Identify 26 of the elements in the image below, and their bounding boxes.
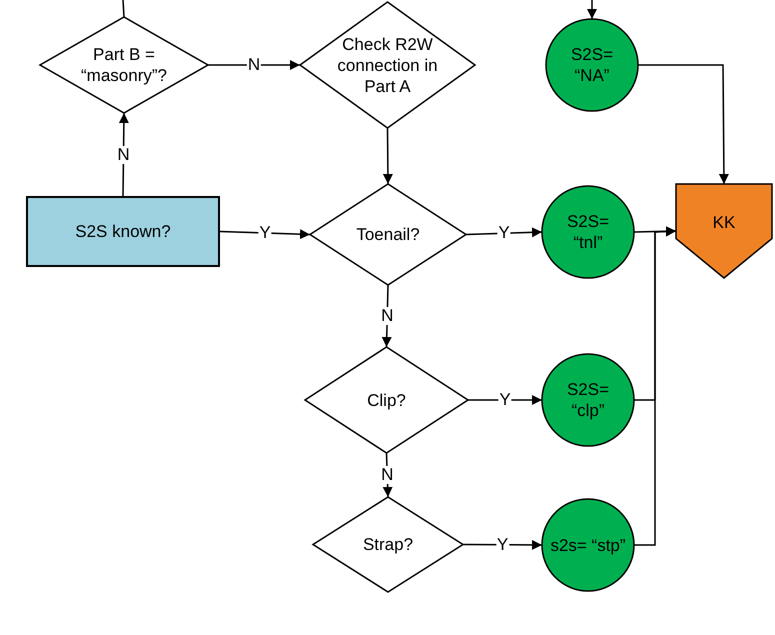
node-label: Part B = “masonry”?: [80, 44, 168, 86]
connector-arrow: [220, 229, 310, 240]
node-label: Strap?: [362, 534, 414, 555]
node-label: S2S known?: [75, 221, 171, 242]
edge-label: N: [116, 146, 131, 164]
connector-arrow: [208, 60, 300, 70]
edge-label: N: [380, 307, 394, 325]
node-label: S2S= “NA”: [570, 44, 614, 86]
node-label: Clip?: [367, 390, 406, 410]
connector-arrow: [638, 64, 729, 184]
node-label: Check R2W connection in Part A: [336, 34, 439, 96]
connector-arrow: [382, 128, 393, 184]
connector-arrow: [382, 284, 392, 348]
node-label: KK: [712, 212, 736, 232]
connector-arrow: [463, 540, 542, 550]
node-label: S2S= “clp”: [566, 379, 610, 421]
edge-label: N: [380, 466, 394, 484]
node-label: s2s= “stp”: [550, 534, 626, 556]
connector-arrow: [587, 0, 597, 19]
node-label: Toenail?: [356, 224, 420, 245]
connector-arrow: [466, 227, 542, 238]
connector-arrow: [468, 395, 542, 405]
connector-arrow: [634, 226, 676, 546]
node-label: S2S= “tnl”: [566, 211, 610, 253]
connector-arrow: [382, 452, 393, 498]
connector-arrow: [118, 112, 129, 196]
